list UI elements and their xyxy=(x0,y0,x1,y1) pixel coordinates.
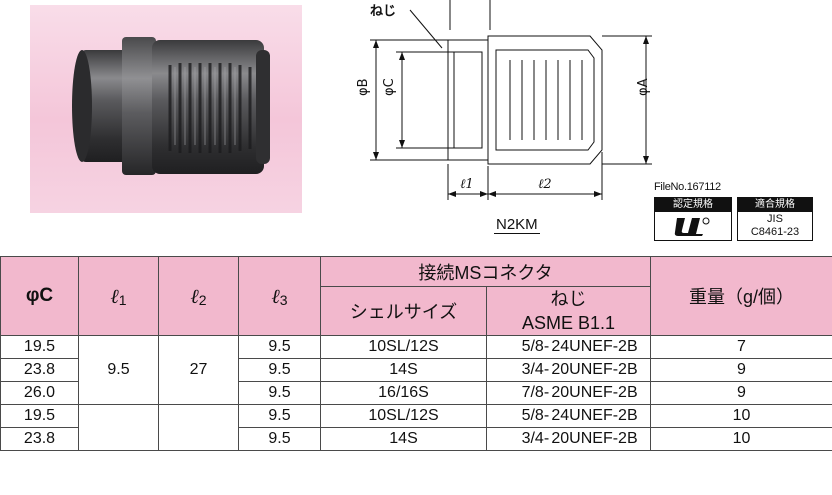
cell-thread: 3/4-20UNEF-2B xyxy=(486,427,651,451)
cell-shell-size: 16/16S xyxy=(320,381,487,405)
cell-l2 xyxy=(158,404,239,451)
jis-header: 適合規格 xyxy=(738,198,812,212)
cell-weight: 9 xyxy=(650,381,832,405)
cell-thread: 3/4-20UNEF-2B xyxy=(486,358,651,382)
cell-thread: 5/8-24UNEF-2B xyxy=(486,404,651,428)
table-row: 19.5 9.5 10SL/12S 5/8-24UNEF-2B 10 xyxy=(0,404,832,451)
technical-drawing: ねじ φB φC φA ℓ1 ℓ2 N2KM xyxy=(330,0,670,250)
ul-header: 認定規格 xyxy=(655,198,731,212)
cell-l1 xyxy=(78,404,159,451)
cell-shell-size: 10SL/12S xyxy=(320,404,487,428)
cell-l1: 9.5 xyxy=(78,335,159,405)
dimension-phi-c: φC xyxy=(382,78,397,96)
cell-l3: 9.5 xyxy=(238,358,321,382)
cell-thread: 7/8-20UNEF-2B xyxy=(486,381,651,405)
file-number: FileNo.167112 xyxy=(654,181,721,193)
jis-standard-number: C8461-23 xyxy=(750,226,800,238)
header-shell-size: シェルサイズ xyxy=(320,286,487,336)
dimension-l2: ℓ2 xyxy=(538,177,552,192)
model-name: N2KM xyxy=(494,216,540,234)
header-thread-standard: ASME B1.1 xyxy=(521,313,616,333)
cell-phi-c: 19.5 xyxy=(0,335,79,359)
ul-certification-box: 認定規格 xyxy=(654,197,732,241)
cell-l2: 27 xyxy=(158,335,239,405)
header-l3: ℓ3 xyxy=(238,256,321,336)
cell-phi-c: 26.0 xyxy=(0,381,79,405)
dimension-phi-b: φB xyxy=(356,78,371,97)
cell-l3: 9.5 xyxy=(238,381,321,405)
product-photo xyxy=(30,5,302,213)
table-row: 19.5 9.5 27 9.5 10SL/12S 5/8-24UNEF-2B 7 xyxy=(0,335,832,405)
thread-label: ねじ xyxy=(370,4,397,19)
cell-weight: 10 xyxy=(650,404,832,428)
cell-thread: 5/8-24UNEF-2B xyxy=(486,335,651,359)
connector-photo-image xyxy=(72,37,270,175)
ul-mark-icon xyxy=(655,212,731,240)
cross-section-diagram xyxy=(370,0,652,200)
table-row: 26.0 9.5 16/16S 7/8-20UNEF-2B 9 xyxy=(0,381,832,405)
dimension-phi-a: φA xyxy=(636,78,651,96)
cell-phi-c: 19.5 xyxy=(0,404,79,428)
header-phi-c: φC xyxy=(0,256,79,336)
dimension-l1: ℓ1 xyxy=(460,177,474,192)
cell-weight: 10 xyxy=(650,427,832,451)
certifications: FileNo.167112 認定規格 適合規格 JIS C8461-23 xyxy=(654,181,830,247)
cell-phi-c: 23.8 xyxy=(0,427,79,451)
header-ms-connector: 接続MSコネクタ xyxy=(320,256,651,287)
cell-l3: 9.5 xyxy=(238,335,321,359)
header-weight: 重量（g/個） xyxy=(650,256,832,336)
cell-shell-size: 14S xyxy=(320,427,487,451)
cell-l3: 9.5 xyxy=(238,427,321,451)
jis-certification-box: 適合規格 JIS C8461-23 xyxy=(737,197,813,241)
header-l2: ℓ2 xyxy=(158,256,239,336)
cell-shell-size: 14S xyxy=(320,358,487,382)
header-thread-label: ねじ xyxy=(550,289,587,309)
cell-weight: 7 xyxy=(650,335,832,359)
cell-weight: 9 xyxy=(650,358,832,382)
spec-table: φC ℓ1 ℓ2 ℓ3 接続MSコネクタ 重量（g/個） シェルサイズ ねじ A… xyxy=(0,256,832,451)
cell-l3: 9.5 xyxy=(238,404,321,428)
header-thread: ねじ ASME B1.1 xyxy=(486,286,651,336)
table-row: 23.8 9.5 14S 3/4-20UNEF-2B 10 xyxy=(0,427,832,451)
header-l1: ℓ1 xyxy=(78,256,159,336)
jis-label: JIS xyxy=(767,213,783,225)
cell-phi-c: 23.8 xyxy=(0,358,79,382)
cell-shell-size: 10SL/12S xyxy=(320,335,487,359)
